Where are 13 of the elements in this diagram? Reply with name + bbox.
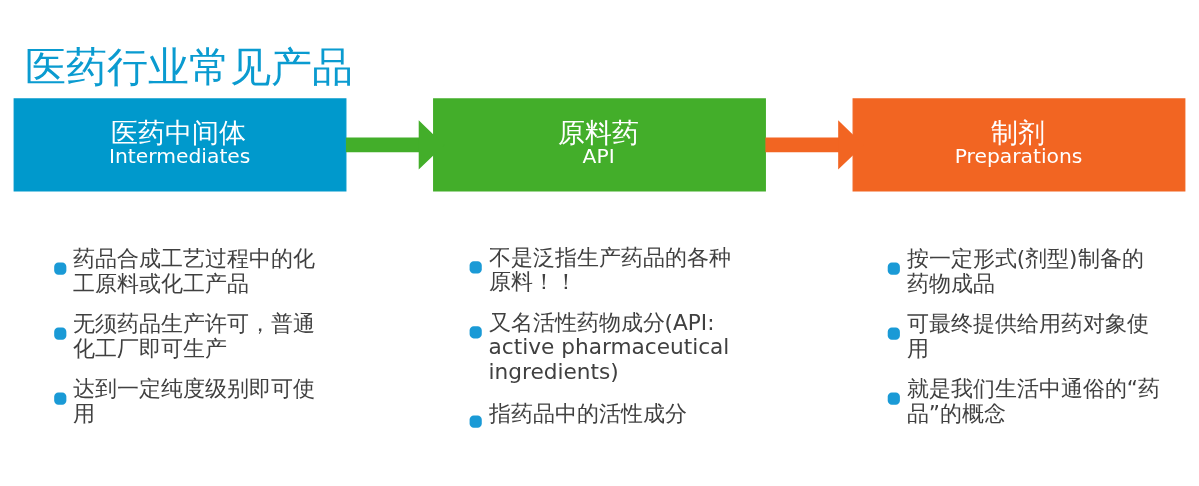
node-label: 药品合成工艺过程中的化工原料或化工产品 [73,246,316,296]
node-label: 不是泛指生产药品的各种原料！！ [488,245,731,295]
node-label: 无须药品生产许可，普通化工厂即可生产 [73,311,316,361]
node-box: 制剂 Preparations [852,98,1186,192]
diagram-title: 医药行业常见产品 [25,43,354,92]
node-box: 医药中间体 Intermediates [13,98,347,192]
node-label: 达到一定纯度级别即可使用 [73,376,316,426]
node-label: 指药品中的活性成分 [488,400,687,426]
node-box: 原料药 API [433,98,766,192]
node-label: 可最终提供给用药对象使用 [906,311,1149,361]
node-label: 又名活性药物成分(API: active pharmaceutical ingredients) [488,310,730,384]
node-label: 按一定形式(剂型)制备的药物成品 [906,246,1144,296]
node-label: 就是我们生活中通俗的“药品”的概念 [906,376,1160,426]
